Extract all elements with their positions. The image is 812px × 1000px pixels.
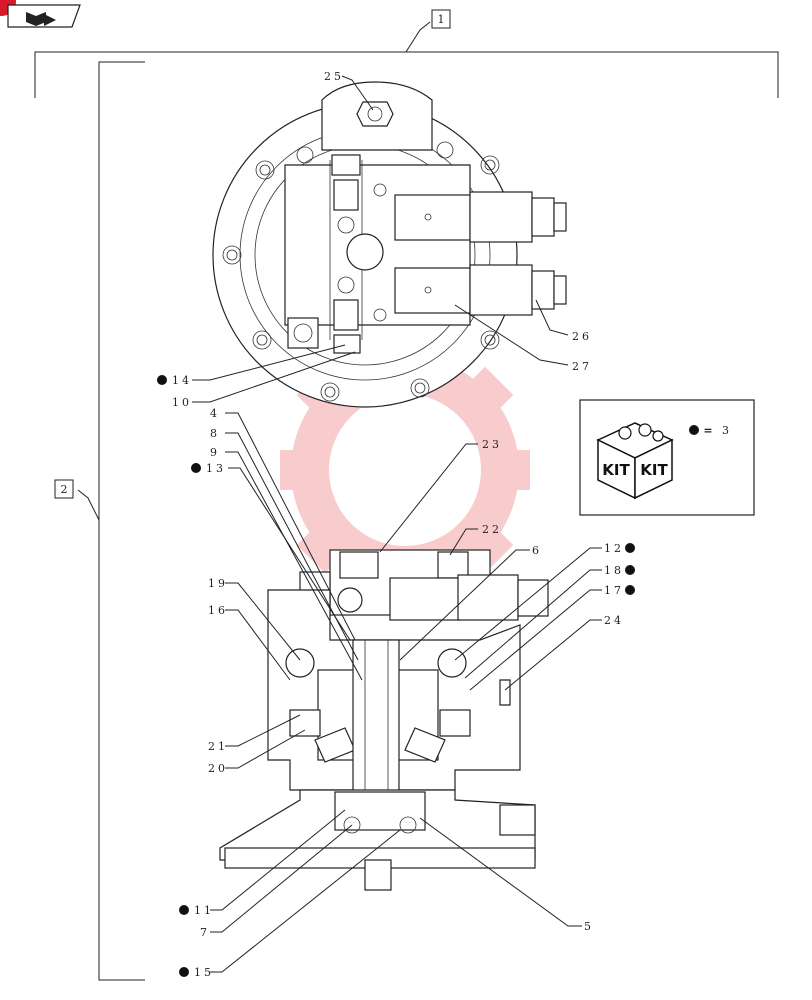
kit-bullet-icon: [689, 425, 699, 435]
svg-text:18: 18: [604, 564, 624, 577]
callout-7: 7: [200, 824, 353, 939]
svg-text:23: 23: [482, 438, 502, 451]
svg-text:17: 17: [604, 584, 624, 597]
kit-equals: =: [703, 424, 712, 437]
callout-4: 4: [210, 407, 356, 641]
label-assembly-1: 1: [438, 13, 445, 26]
kit-ref-number: 3: [722, 424, 729, 437]
svg-text:16: 16: [208, 604, 228, 617]
svg-text:25: 25: [324, 70, 344, 83]
callout-22: 22: [449, 523, 502, 556]
callout-11: 11: [179, 809, 346, 917]
callout-21: 21: [208, 714, 301, 753]
callout-12: 12: [454, 542, 635, 661]
callout-19: 19: [208, 577, 301, 661]
label-assembly-2: 2: [61, 483, 68, 496]
callout-27: 27: [454, 304, 592, 373]
callout-20: 20: [208, 729, 306, 775]
callout-13: 13: [191, 462, 351, 641]
swing-motor-top-view: [212, 81, 567, 408]
callout-9: 9: [210, 446, 363, 681]
svg-text:4: 4: [210, 407, 220, 420]
svg-text:26: 26: [572, 330, 592, 343]
svg-text:10: 10: [172, 396, 192, 409]
svg-text:21: 21: [208, 740, 228, 753]
svg-text:11: 11: [194, 904, 214, 917]
svg-text:7: 7: [200, 926, 210, 939]
svg-text:5: 5: [584, 920, 594, 933]
svg-text:9: 9: [210, 446, 220, 459]
callout-8: 8: [210, 427, 359, 661]
svg-text:12: 12: [604, 542, 624, 555]
callout-14: 14: [157, 344, 346, 387]
svg-text:24: 24: [604, 614, 624, 627]
swing-motor-section-view: [219, 549, 549, 891]
kit-word-left: KIT: [602, 461, 630, 479]
kit-box-icon: KIT KIT: [596, 422, 674, 500]
callout-6: 6: [399, 544, 542, 661]
svg-text:20: 20: [208, 762, 228, 775]
svg-text:6: 6: [532, 544, 542, 557]
callout-26: 26: [535, 299, 592, 343]
assembly-bracket-1: 1: [34, 9, 779, 98]
callout-16: 16: [208, 604, 291, 681]
callout-25: 25: [324, 70, 374, 111]
svg-text:22: 22: [482, 523, 502, 536]
svg-text:19: 19: [208, 577, 228, 590]
svg-text:15: 15: [194, 966, 214, 979]
callout-17: 17: [469, 584, 635, 691]
svg-text:13: 13: [206, 462, 226, 475]
kit-word-right: KIT: [640, 461, 668, 479]
kit-legend-box: KIT KIT = 3: [579, 399, 755, 516]
callout-5: 5: [419, 817, 594, 933]
callout-10: 10: [172, 351, 356, 409]
callout-23: 23: [379, 438, 502, 553]
svg-text:8: 8: [210, 427, 220, 440]
callout-24: 24: [504, 614, 624, 691]
book-arrow-icon[interactable]: [7, 4, 81, 28]
callout-18: 18: [464, 564, 635, 679]
svg-text:27: 27: [572, 360, 592, 373]
callout-15: 15: [179, 829, 401, 979]
assembly-bracket-2: 2: [54, 61, 145, 981]
svg-text:14: 14: [172, 374, 192, 387]
